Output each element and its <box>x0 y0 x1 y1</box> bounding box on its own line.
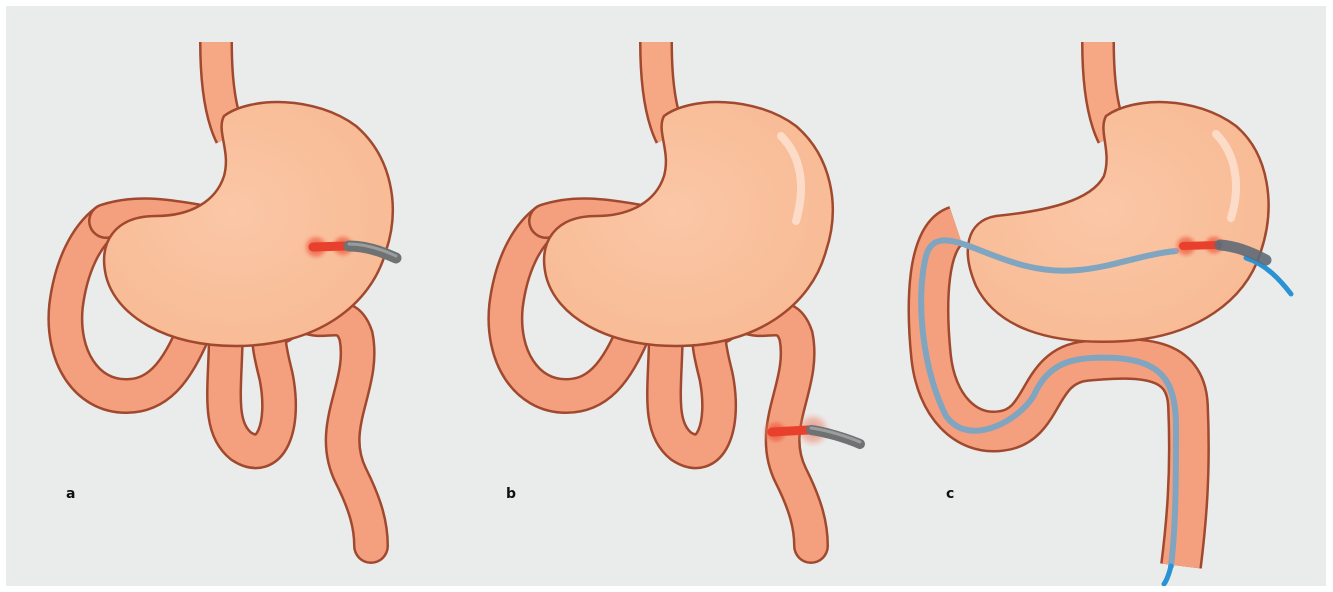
stomach <box>544 102 833 346</box>
guidewire-blue-tail <box>1164 566 1171 584</box>
stomach <box>104 102 393 346</box>
panel-label-a: a <box>66 486 75 502</box>
panel-a: a <box>6 6 446 586</box>
panel-label-b: b <box>506 486 516 502</box>
medical-illustration: a <box>6 6 1326 586</box>
panel-c: c <box>886 6 1326 586</box>
panel-label-c: c <box>946 486 954 502</box>
panel-b: b <box>446 6 886 586</box>
